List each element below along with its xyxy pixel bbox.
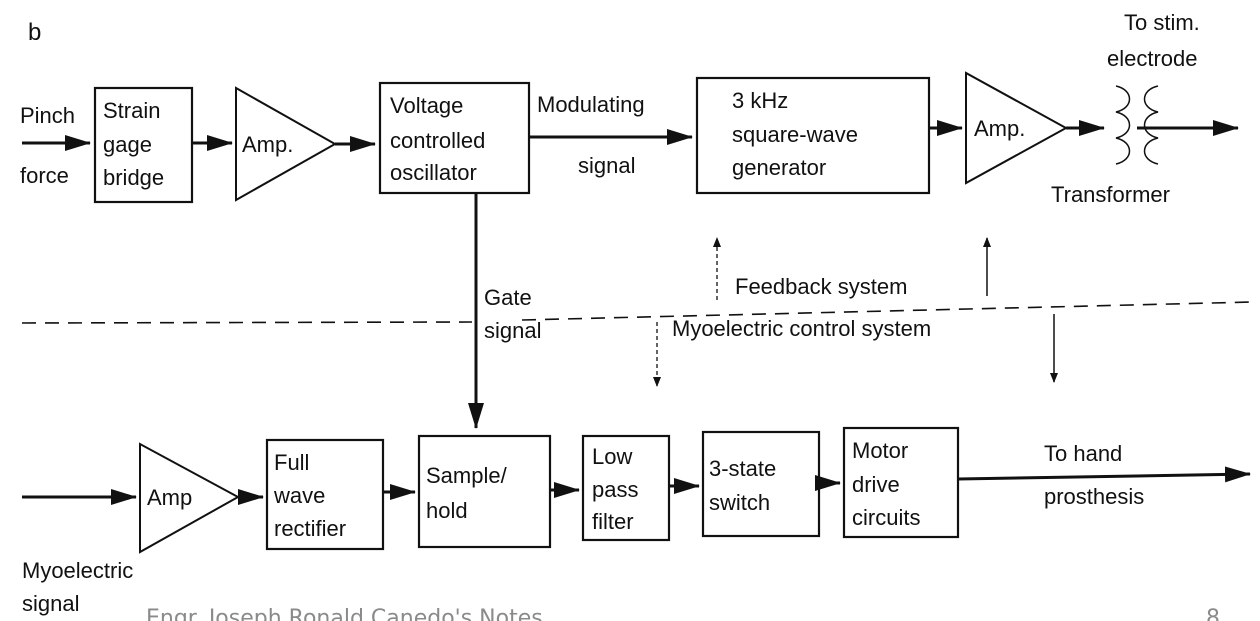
panel-label: b	[28, 19, 41, 46]
to-stim-electrode-label: To stim. electrode	[1107, 10, 1206, 71]
myoelectric-control-system-label: Myoelectric control system	[672, 316, 931, 341]
amp-2-block: Amp.	[965, 71, 1069, 185]
svg-text:Amp: Amp	[147, 485, 192, 510]
svg-text:Full wave rectifie: Full wave rectifier	[273, 450, 346, 541]
sample-hold-block: Sample/ hold	[417, 434, 552, 549]
pinch-force-label: Pinch force	[20, 103, 81, 188]
myoelectric-signal-label: Myoelectric signal	[22, 558, 139, 616]
gate-signal-label: Gate signal	[484, 285, 541, 343]
modulating-signal-label: Modulating signal	[537, 92, 651, 178]
transformer-coils	[1115, 85, 1159, 165]
square-wave-generator-block: 3 kHz square-wave generator	[695, 76, 931, 195]
control-amp-block: Amp	[139, 442, 241, 554]
svg-text:3 kHz square-wave: 3 kHz square-wave generator	[732, 88, 864, 180]
amp-1-block: Amp.	[235, 86, 338, 202]
three-state-switch-block: 3-state switch	[701, 430, 821, 538]
svg-text:Amp.: Amp.	[242, 132, 293, 157]
to-hand-prosthesis-arrow	[957, 466, 1251, 483]
svg-text:Sample/ hold: Sample/ hold	[426, 463, 513, 523]
to-hand-prosthesis-label: To hand prosthesis	[1044, 441, 1144, 509]
svg-text:Motor drive circui: Motor drive circuits	[852, 438, 920, 530]
svg-text:3-state switch: 3-state switch	[709, 456, 782, 515]
svg-text:Low pass filter: Low pass filter	[592, 444, 645, 534]
svg-text:Amp.: Amp.	[974, 116, 1025, 141]
low-pass-filter-block: Low pass filter	[581, 434, 671, 542]
system-divider-line	[21, 301, 1253, 324]
footer-author: Engr. Joseph Ronald Canedo's Notes	[146, 606, 543, 621]
full-wave-rectifier-block: Full wave rectifier	[265, 438, 385, 551]
svg-text:Voltage controlled: Voltage controlled oscillator	[390, 93, 492, 185]
strain-gage-bridge-block: Strain gage bridge	[93, 86, 194, 204]
vco-block: Voltage controlled oscillator	[378, 81, 531, 195]
footer-page-number: 8	[1206, 606, 1220, 621]
feedback-system-label: Feedback system	[735, 274, 907, 299]
transformer-label: Transformer	[1051, 182, 1170, 207]
motor-drive-circuits-block: Motor drive circuits	[842, 426, 960, 539]
svg-text:Strain gage bridge: Strain gage bridge	[103, 98, 167, 190]
